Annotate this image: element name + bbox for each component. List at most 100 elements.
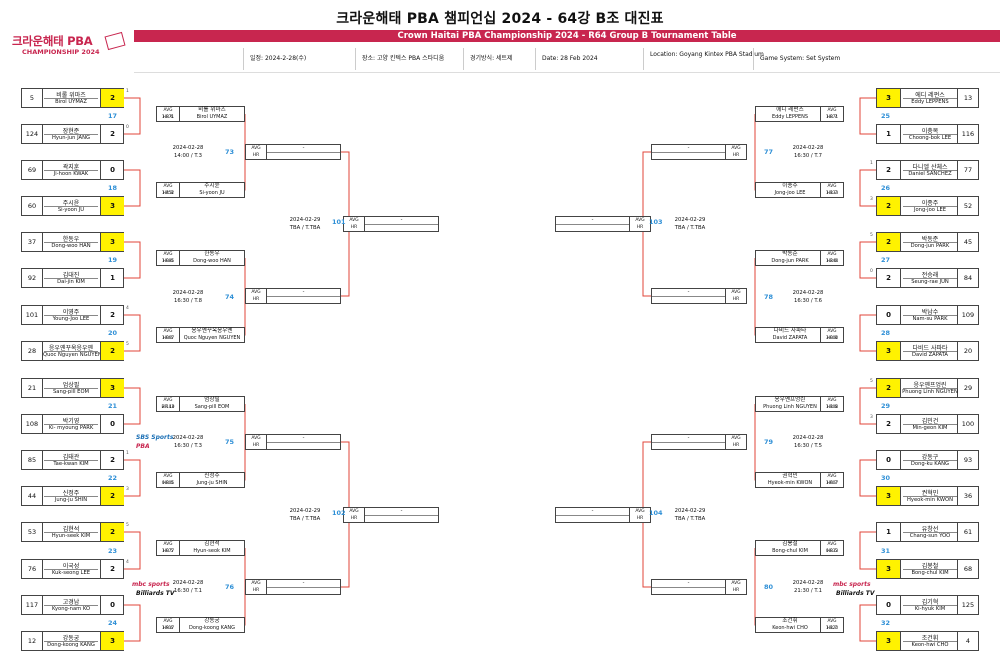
player-name-en: Keon-hwi CHO bbox=[911, 642, 949, 648]
seed-number: 100 bbox=[957, 415, 978, 433]
avg-label: AVG bbox=[251, 146, 261, 151]
winner-score: 3 bbox=[877, 89, 901, 107]
match-number: 102 bbox=[332, 508, 346, 517]
match-time: 16:30 / T.5 bbox=[793, 443, 823, 449]
match-number: 24 bbox=[108, 619, 118, 627]
r1-connector-right bbox=[859, 531, 876, 570]
slot-divider bbox=[365, 224, 438, 225]
player-high-run: HR 6 bbox=[162, 481, 174, 486]
player-name-en: Phuong Linh NGUYEN bbox=[902, 389, 958, 395]
hr-label: HR bbox=[252, 588, 260, 593]
player-high-run: HR 5 bbox=[826, 549, 838, 554]
winner-score: 3 bbox=[877, 487, 901, 505]
set-count: 1 bbox=[126, 89, 129, 94]
match-time: 16:30 / T.8 bbox=[173, 297, 203, 304]
name-divider bbox=[903, 569, 957, 570]
winner-score: 3 bbox=[100, 197, 124, 215]
player-name-en: Eddy LEPPENS bbox=[771, 114, 809, 120]
match-date: 2024-02-28 bbox=[172, 289, 204, 296]
avg-label: AVG bbox=[349, 218, 359, 223]
avg-label: AVG bbox=[731, 146, 741, 151]
player-name-ko: 엄상필 bbox=[62, 382, 80, 389]
slot-divider bbox=[652, 587, 725, 588]
name-divider bbox=[44, 496, 98, 497]
set-count: 5 bbox=[870, 233, 873, 238]
score: 2 bbox=[877, 161, 901, 179]
avg-label: AVG bbox=[251, 436, 261, 441]
match-time: 14:00 / T.3 bbox=[173, 153, 203, 159]
name-divider bbox=[903, 424, 957, 425]
name-divider bbox=[903, 460, 957, 461]
winner-score: 2 bbox=[100, 89, 124, 107]
player-name-en: Hyun-seek KIM bbox=[51, 533, 91, 539]
seed-number: 5 bbox=[22, 89, 43, 107]
match-number: 26 bbox=[881, 184, 891, 192]
english-title-band: Crown Haitai PBA Championship 2024 - R64… bbox=[134, 30, 1000, 42]
player-average: AVG 1.085 bbox=[161, 252, 175, 264]
score: 2 bbox=[100, 306, 124, 324]
